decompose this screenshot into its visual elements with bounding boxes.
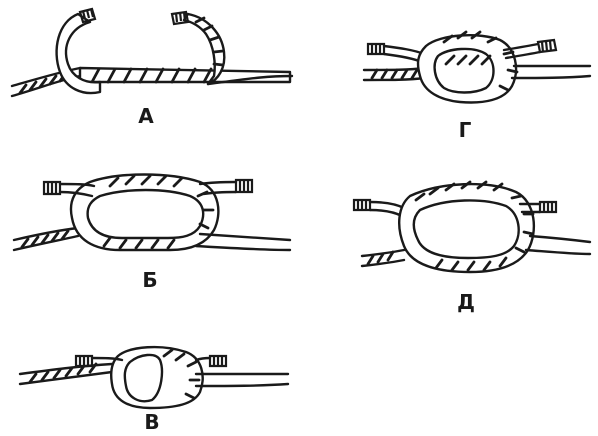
label-step-b: Б [142, 268, 157, 292]
knot-step-g [364, 32, 590, 102]
knot-step-v [20, 347, 288, 408]
label-step-d: Д [457, 290, 475, 314]
knot-step-b [14, 175, 290, 251]
label-step-v: В [144, 410, 159, 434]
knot-step-d [354, 182, 590, 272]
label-step-g: Г [459, 118, 472, 142]
label-step-a: А [138, 104, 153, 128]
knot-step-a [12, 9, 292, 96]
